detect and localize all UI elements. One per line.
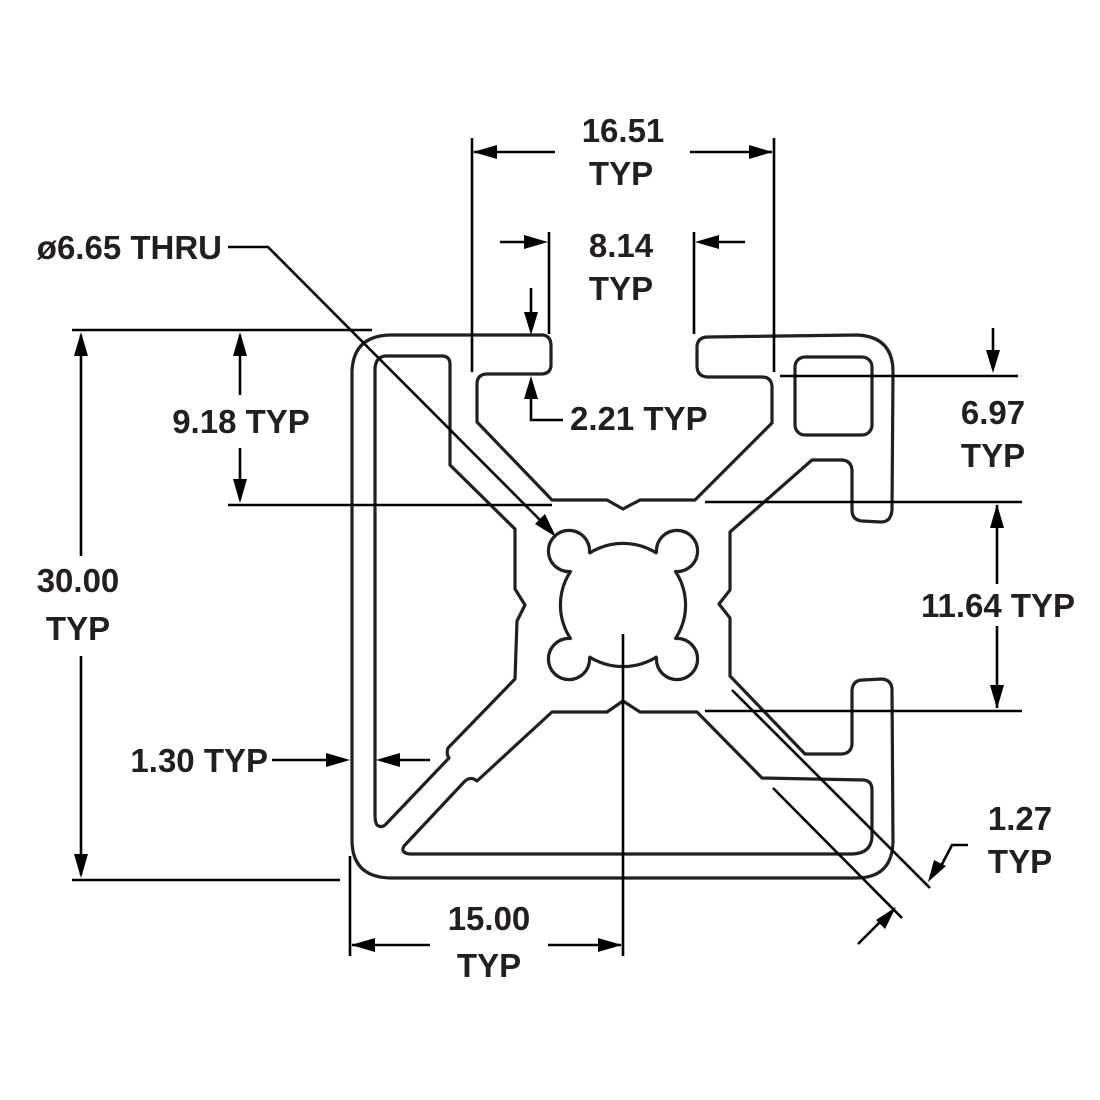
dim-16-51-suffix: TYP xyxy=(589,155,653,192)
dimension-lines xyxy=(72,138,1022,956)
dim-8-14-value: 8.14 xyxy=(589,227,654,264)
dim-1-27-suffix: TYP xyxy=(988,843,1052,880)
dim-9-18-label: 9.18 TYP xyxy=(172,403,310,440)
center-bore xyxy=(546,528,700,682)
left-cavity xyxy=(373,354,527,829)
dim-30-00-value: 30.00 xyxy=(37,562,120,599)
dim-11-64-label: 11.64 TYP xyxy=(921,587,1075,624)
dim-30-00-suffix: TYP xyxy=(46,610,110,647)
dim-8-14-suffix: TYP xyxy=(589,270,653,307)
dim-15-00-suffix: TYP xyxy=(457,947,521,984)
bottom-cavity xyxy=(401,699,874,856)
dim-16-51-value: 16.51 xyxy=(582,112,665,149)
dim-1-27-value: 1.27 xyxy=(988,800,1052,837)
dim-2-21-label: 2.21 TYP xyxy=(570,400,708,437)
dim-bore-label: ø6.65 THRU xyxy=(37,229,222,266)
dim-6-97-value: 6.97 xyxy=(961,394,1025,431)
dim-6-97-suffix: TYP xyxy=(961,437,1025,474)
dim-15-00-value: 15.00 xyxy=(448,900,531,937)
corner-square-hole xyxy=(793,355,874,437)
dim-1-30-label: 1.30 TYP xyxy=(130,742,268,779)
profile-outer-contour xyxy=(350,333,895,880)
